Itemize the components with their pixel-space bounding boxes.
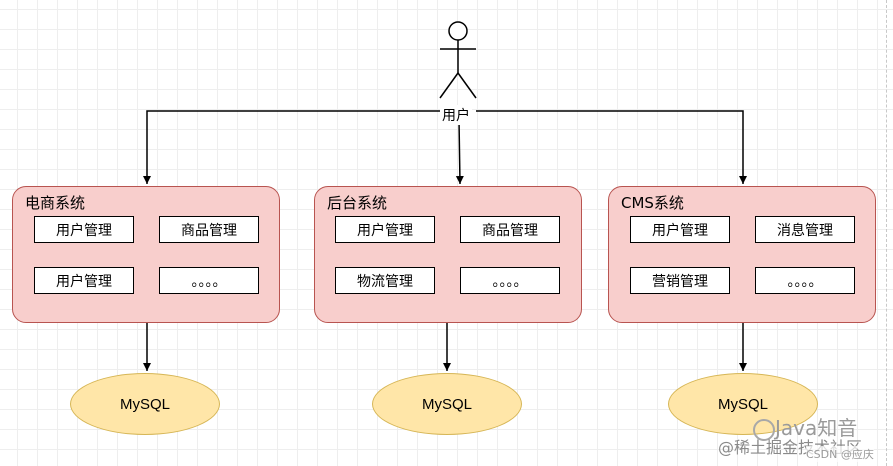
module-ellipsis: 。。。。 xyxy=(460,267,560,294)
system-ecommerce: 电商系统 用户管理 商品管理 用户管理 。。。。 xyxy=(12,186,280,323)
module-product-management: 商品管理 xyxy=(460,216,560,243)
connector-user-backend xyxy=(455,119,464,185)
database-ecommerce: MySQL xyxy=(70,373,220,435)
system-cms: CMS系统 用户管理 消息管理 营销管理 。。。。 xyxy=(608,186,876,323)
module-ellipsis: 。。。。 xyxy=(159,267,259,294)
dashed-guide-line xyxy=(886,0,887,466)
connector-user-cms xyxy=(476,110,747,184)
module-user-management: 用户管理 xyxy=(630,216,730,243)
module-ellipsis: 。。。。 xyxy=(755,267,855,294)
watermark-java: Java知音 xyxy=(753,412,857,441)
user-label: 用户 xyxy=(440,105,472,125)
wechat-icon xyxy=(753,418,775,441)
module-user-management-2: 用户管理 xyxy=(34,267,134,294)
system-title: 后台系统 xyxy=(327,194,388,212)
module-user-management: 用户管理 xyxy=(34,216,134,243)
system-title: 电商系统 xyxy=(25,194,86,212)
module-marketing-management: 营销管理 xyxy=(630,267,730,294)
system-title: CMS系统 xyxy=(621,194,684,212)
connector-user-ecommerce xyxy=(143,110,440,184)
watermark-csdn: CSDN @应庆 xyxy=(806,446,874,462)
module-user-management: 用户管理 xyxy=(335,216,435,243)
system-backend: 后台系统 用户管理 商品管理 物流管理 。。。。 xyxy=(314,186,582,323)
database-cms: MySQL xyxy=(668,373,818,435)
database-backend: MySQL xyxy=(372,373,522,435)
module-product-management: 商品管理 xyxy=(159,216,259,243)
user-actor-icon xyxy=(439,21,477,99)
module-logistics-management: 物流管理 xyxy=(335,267,435,294)
module-message-management: 消息管理 xyxy=(755,216,855,243)
